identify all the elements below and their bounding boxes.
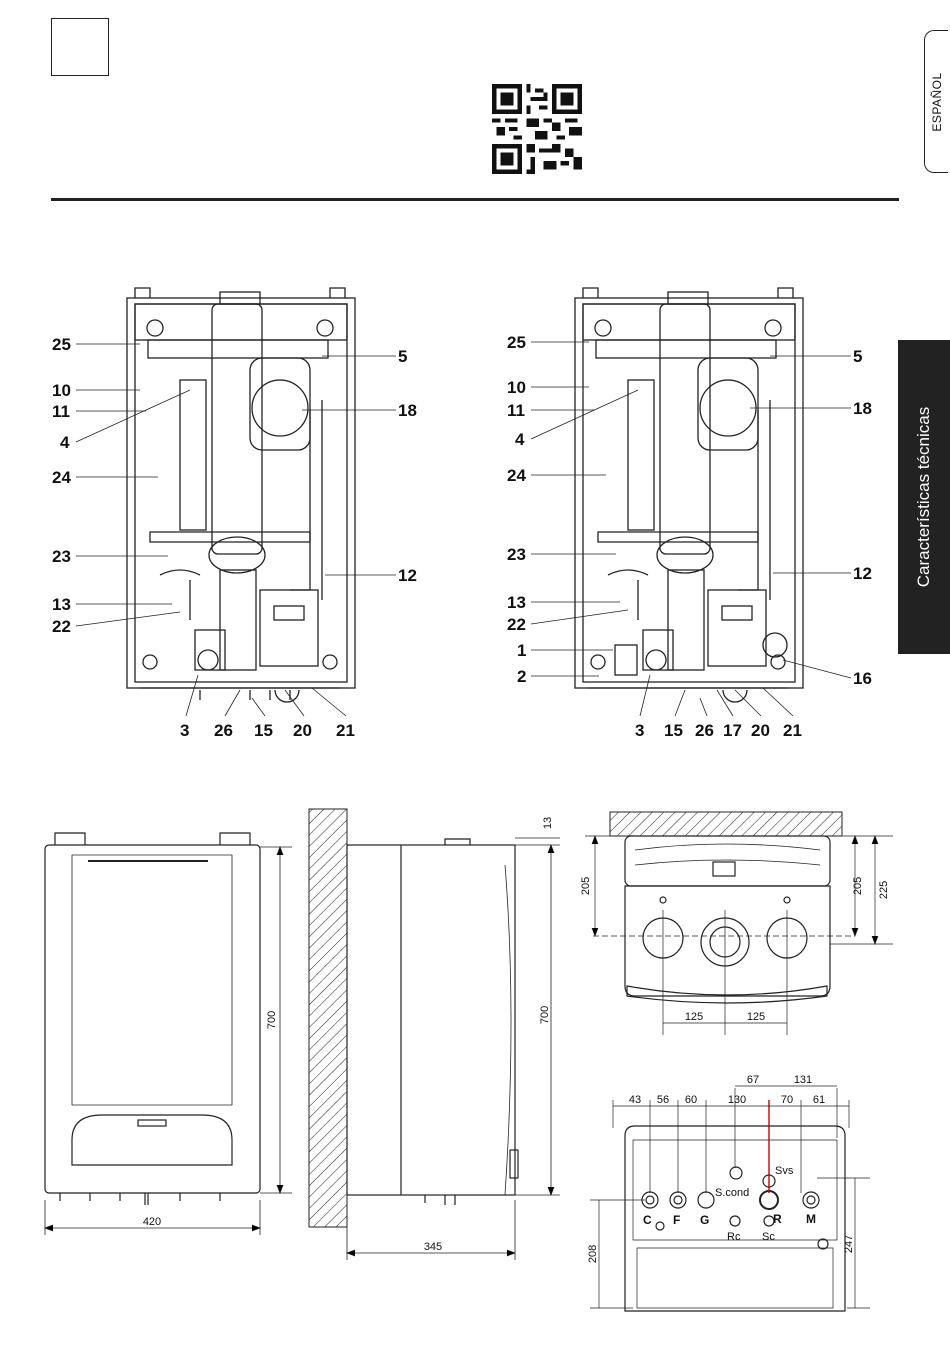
dim-56: 56 <box>657 1094 669 1106</box>
callout: 5 <box>853 347 862 366</box>
dim-208: 208 <box>587 1245 599 1263</box>
dim-130: 130 <box>728 1094 746 1106</box>
header-rule <box>51 198 899 201</box>
callout: 13 <box>52 595 71 614</box>
callout: 12 <box>853 564 872 583</box>
section-label: Características técnicas <box>914 407 934 587</box>
ceiling-hatch <box>610 812 842 836</box>
section-tab: Características técnicas <box>898 340 950 654</box>
top-spacing-b-dim: 125 <box>747 1011 765 1023</box>
top-spacing-a-dim: 125 <box>685 1011 703 1023</box>
label-r: R <box>773 1212 782 1226</box>
callout: 3 <box>180 721 189 740</box>
callout: 26 <box>695 721 714 740</box>
callout: 21 <box>336 721 355 740</box>
language-label: ESPAÑOL <box>930 72 944 131</box>
callout: 13 <box>507 593 526 612</box>
label-svs: Svs <box>775 1165 794 1177</box>
front-view: 700 420 <box>30 815 295 1245</box>
side-view: 13 700 345 <box>305 805 570 1260</box>
callout: 24 <box>507 466 526 485</box>
callout: 10 <box>52 381 71 400</box>
callout: 4 <box>515 430 525 449</box>
side-height-dim: 700 <box>539 1006 551 1024</box>
label-f: F <box>673 1213 680 1227</box>
callout: 21 <box>783 721 802 740</box>
front-width-dim: 420 <box>143 1216 161 1228</box>
front-height-dim: 700 <box>266 1011 278 1029</box>
dim-67: 67 <box>747 1074 759 1086</box>
callout: 18 <box>853 399 872 418</box>
callout: 23 <box>507 545 526 564</box>
callout: 25 <box>507 333 526 352</box>
label-m: M <box>806 1212 816 1226</box>
callout: 25 <box>52 335 71 354</box>
callout: 26 <box>214 721 233 740</box>
label-c: C <box>643 1213 652 1227</box>
dim-60: 60 <box>685 1094 697 1106</box>
callout: 4 <box>60 433 70 452</box>
callout: 16 <box>853 669 872 688</box>
callout: 20 <box>293 721 312 740</box>
dim-70: 70 <box>781 1094 793 1106</box>
callout: 15 <box>254 721 273 740</box>
diagram-left: 25 10 11 4 24 23 13 22 5 18 12 3 26 15 2… <box>40 270 440 750</box>
callout: 3 <box>635 721 644 740</box>
callout: 20 <box>751 721 770 740</box>
top-left-depth-dim: 205 <box>580 877 592 895</box>
callout: 11 <box>507 401 525 420</box>
callout: 22 <box>52 617 71 636</box>
callout: 17 <box>723 721 742 740</box>
callout: 12 <box>398 566 417 585</box>
wall-hatch <box>309 809 347 1227</box>
top-right-depth-a-dim: 205 <box>852 877 864 895</box>
callout: 2 <box>517 667 526 686</box>
dim-247: 247 <box>843 1235 855 1253</box>
label-g: G <box>700 1213 709 1227</box>
qr-code <box>492 84 582 174</box>
callout: 22 <box>507 615 526 634</box>
label-rc: Rc <box>727 1231 741 1243</box>
callout: 15 <box>664 721 683 740</box>
callout: 1 <box>517 641 526 660</box>
side-depth-dim: 345 <box>424 1241 442 1253</box>
page-number-box <box>51 18 109 76</box>
diagram-right: 25 10 11 4 24 23 13 22 1 2 5 18 12 16 3 … <box>495 270 895 750</box>
bottom-view: 67 131 43 56 60 130 70 61 Svs S.cond C F… <box>585 1068 875 1313</box>
callout: 10 <box>507 378 526 397</box>
callout: 5 <box>398 347 407 366</box>
top-view: 205 205 225 125 125 <box>575 810 895 1040</box>
language-tab: ESPAÑOL <box>924 30 948 173</box>
callout: 24 <box>52 468 71 487</box>
side-top-offset-dim: 13 <box>542 817 554 829</box>
callout: 23 <box>52 547 71 566</box>
callout: 18 <box>398 401 417 420</box>
label-sc: Sc <box>762 1231 775 1243</box>
dim-43: 43 <box>629 1094 641 1106</box>
label-scond: S.cond <box>715 1187 749 1199</box>
top-right-depth-b-dim: 225 <box>878 881 890 899</box>
dim-131: 131 <box>794 1074 812 1086</box>
callout: 11 <box>52 402 70 421</box>
dim-61: 61 <box>813 1094 825 1106</box>
